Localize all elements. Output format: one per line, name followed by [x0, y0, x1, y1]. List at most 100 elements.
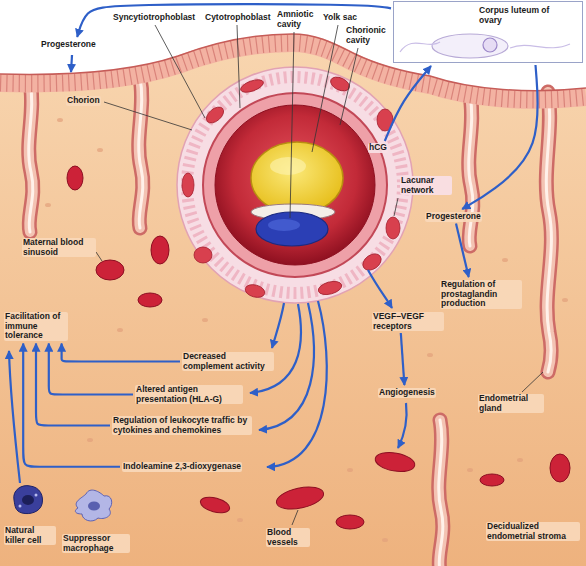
stroma-cell	[427, 353, 433, 357]
endometrial-glands	[29, 78, 552, 566]
amniotic-cavity	[256, 212, 328, 246]
part-label: Chorion	[66, 96, 101, 106]
gland	[546, 92, 551, 372]
connectors	[23, 4, 538, 467]
suppressor-macrophage	[75, 490, 111, 521]
stroma-cell	[502, 258, 508, 262]
progesterone-arrow	[71, 55, 72, 72]
syncytium-texture	[187, 77, 403, 293]
gland-wall	[139, 78, 143, 228]
flow-label: Regulation of leukocyte traffic by cytok…	[112, 416, 252, 435]
stroma-cell	[202, 318, 208, 322]
maternal-sinusoid	[138, 293, 162, 307]
trophoblast-arrow	[272, 303, 284, 348]
syncytiotrophoblast	[177, 67, 413, 303]
flow-arrow	[62, 344, 180, 362]
stroma-cell	[87, 438, 93, 442]
cell-body	[75, 490, 111, 521]
part-label: Maternal blood sinusoid	[22, 238, 96, 257]
flow-label: Facilitation of immune tolerance	[4, 312, 68, 341]
flow-label: Regulation of prostaglandin production	[440, 280, 522, 309]
angiogenesis-arrow	[398, 403, 407, 448]
flow-arrow	[77, 4, 391, 37]
stroma-cell	[382, 538, 388, 542]
chorionic-cavity	[215, 105, 375, 265]
cell-granule	[19, 505, 22, 508]
gland-epithelium	[546, 92, 551, 372]
gland-wall	[29, 82, 33, 232]
lacuna	[239, 77, 265, 95]
gland-epithelium	[139, 78, 143, 228]
leader-line	[237, 25, 240, 108]
leader-line	[155, 25, 205, 118]
flow-label: hCG	[368, 143, 392, 153]
gland	[439, 420, 443, 566]
flow-label: Decreased complement activity	[182, 352, 274, 371]
stroma-cell	[562, 298, 568, 302]
yolk-highlight	[270, 157, 306, 175]
flow-label: Progesterone	[425, 212, 487, 222]
amnion-highlight	[268, 219, 300, 231]
part-label: Endometrial gland	[478, 394, 544, 413]
flow-text: Progesterone	[40, 40, 97, 50]
gland-lumen	[29, 82, 33, 232]
gland-lumen	[546, 92, 551, 372]
stroma-cell	[347, 468, 353, 472]
leader-line	[340, 48, 358, 125]
flow-label: VEGF–VEGF receptors	[372, 312, 444, 331]
inset-title: Corpus luteum of ovary	[478, 6, 572, 25]
part-label: Chorionic cavity	[345, 26, 393, 45]
stroma-cell	[97, 148, 103, 152]
gland	[469, 96, 473, 246]
flow-arrow	[401, 333, 405, 385]
leader-line	[292, 510, 298, 525]
gland-wall	[439, 420, 443, 566]
maternal-sinusoid	[96, 260, 124, 280]
leader-line	[394, 198, 398, 216]
flow-text: VEGF–VEGF receptors	[372, 312, 444, 331]
flow-label: Indoleamine 2,3-dioxygenase	[122, 462, 260, 472]
lacuna	[360, 251, 384, 274]
cell-nucleus	[88, 502, 100, 511]
trophoblast-arrow	[267, 301, 327, 467]
secretion-arrows	[9, 55, 407, 483]
flow-arrow	[462, 65, 538, 209]
gland	[139, 78, 143, 228]
corpus-luteum	[483, 38, 497, 52]
blood-vessel	[480, 474, 504, 486]
part-label: Lacunar network	[400, 176, 452, 195]
leader-line	[312, 25, 338, 152]
blood-vessel	[550, 454, 570, 482]
endometrial-stroma	[0, 34, 586, 566]
part-label: Syncytiotrophoblast	[112, 13, 196, 23]
blastocyst	[177, 67, 413, 303]
stroma-cell	[117, 328, 123, 332]
flow-label: Altered antigen presentation (HLA-G)	[135, 385, 243, 404]
immune-cells	[14, 486, 112, 521]
natural-killer-cell	[14, 486, 43, 514]
part-label: Cytotrophoblast	[204, 13, 272, 23]
blood-vessels	[67, 166, 570, 529]
blood-vessel	[199, 494, 232, 515]
stroma-cell	[467, 468, 473, 472]
yolk-sac	[251, 142, 343, 214]
immune-cell-arrow	[9, 351, 20, 483]
gland-lumen	[139, 78, 143, 228]
inset-box: Corpus luteum of ovary	[393, 1, 583, 63]
flow-arrow	[49, 344, 133, 395]
lacuna	[317, 279, 343, 297]
stroma-cell	[237, 518, 243, 522]
cell-granule	[35, 494, 38, 497]
flow-arrow	[23, 344, 120, 467]
cytotrophoblast	[203, 93, 387, 277]
lacuna	[244, 283, 266, 300]
gland-wall	[546, 92, 551, 372]
maternal-sinusoid	[151, 236, 169, 264]
blood-vessel	[374, 450, 417, 475]
leader-line	[290, 32, 294, 218]
ovary-inset	[393, 1, 583, 63]
gland-epithelium	[469, 96, 473, 246]
trophoblast-arrow	[250, 304, 301, 393]
